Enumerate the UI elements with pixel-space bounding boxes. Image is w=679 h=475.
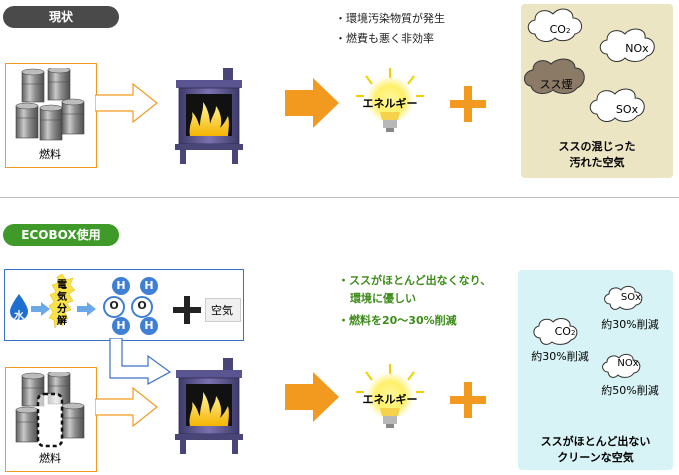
current-stove — [175, 68, 243, 164]
current-note-inefficient: ・燃費も悪く非効率 — [335, 32, 434, 45]
molecule-h-1: H — [116, 279, 126, 292]
molecule-h-2: H — [144, 279, 154, 292]
clean-air-box — [518, 270, 673, 470]
air-plus-icon — [173, 296, 201, 324]
co2-reduction-label: 約30%削減 — [531, 350, 589, 363]
current-process-arrow — [285, 78, 339, 128]
dirty-air-clouds — [524, 8, 655, 122]
dirty-air-title-1: ススの混じった — [558, 140, 636, 153]
clean-cloud-sox: SOx — [620, 292, 642, 303]
ecobox-energy-bulb-icon — [356, 364, 424, 428]
air-label: 空気 — [211, 304, 233, 317]
ecobox-process-arrow — [285, 372, 339, 422]
dirty-cloud-soot: スス煙 — [539, 78, 573, 91]
molecule-o-2: O — [137, 299, 147, 312]
clean-air-clouds — [533, 285, 643, 378]
molecules-graphic — [103, 277, 158, 335]
sox-reduction-label: 約30%削減 — [601, 318, 659, 331]
ecobox-section-label: ECOBOX使用 — [3, 224, 119, 246]
clean-air-title-2: クリーンな空気 — [557, 451, 634, 464]
electrolysis-char-3: 分 — [57, 304, 67, 315]
air-box — [205, 298, 241, 322]
current-section-label: 現状 — [3, 6, 119, 28]
ecobox-note-fuel-saving: ・燃料を20～30%削減 — [338, 314, 457, 327]
current-fuel-arrow — [95, 82, 158, 124]
current-fuel-label: 燃料 — [39, 148, 61, 161]
ecobox-energy-label: エネルギー — [362, 393, 418, 406]
ecobox-note-no-soot: ・ススがほとんど出なくなり、 — [338, 274, 492, 287]
ecobox-fuel-label: 燃料 — [39, 452, 61, 465]
electrolysis-arrow-icon — [77, 302, 96, 316]
current-fuel-drums — [15, 68, 85, 141]
current-plus-icon — [450, 86, 486, 122]
electrolysis-char-1: 電 — [57, 280, 67, 291]
ecobox-fuel-drums — [15, 372, 85, 448]
gas-feed-arrow — [109, 338, 172, 386]
dirty-cloud-sox: SOx — [615, 103, 639, 116]
dirty-air-title-2: 汚れた空気 — [569, 156, 625, 169]
water-drop-icon — [10, 294, 28, 320]
clean-cloud-co2: CO2 — [554, 325, 576, 338]
section-divider — [0, 197, 679, 198]
electrolysis-burst-icon — [49, 274, 75, 329]
current-note-pollution: ・環境汚染物質が発生 — [335, 12, 445, 25]
molecule-h-3: H — [116, 319, 126, 332]
current-energy-label: エネルギー — [362, 97, 418, 110]
dirty-cloud-nox: NOx — [625, 42, 649, 55]
ecobox-note-eco: 環境に優しい — [350, 292, 416, 305]
water-arrow-icon — [31, 302, 50, 316]
dirty-cloud-co2: CO2 — [549, 23, 571, 36]
ecobox-fuel-arrow — [95, 386, 158, 428]
clean-cloud-nox: NOx — [617, 358, 639, 369]
electrolysis-char-2: 気 — [57, 292, 67, 303]
molecule-o-1: O — [109, 299, 119, 312]
clean-air-title-1: ススがほとんど出ない — [540, 435, 651, 448]
current-energy-bulb-icon — [356, 68, 424, 132]
ecobox-plus-icon — [450, 382, 486, 418]
nox-reduction-label: 約50%削減 — [601, 384, 659, 397]
electrolysis-char-4: 解 — [57, 316, 67, 327]
ecobox-stove — [175, 358, 243, 454]
molecule-h-4: H — [144, 319, 154, 332]
water-label: 水 — [14, 311, 24, 322]
